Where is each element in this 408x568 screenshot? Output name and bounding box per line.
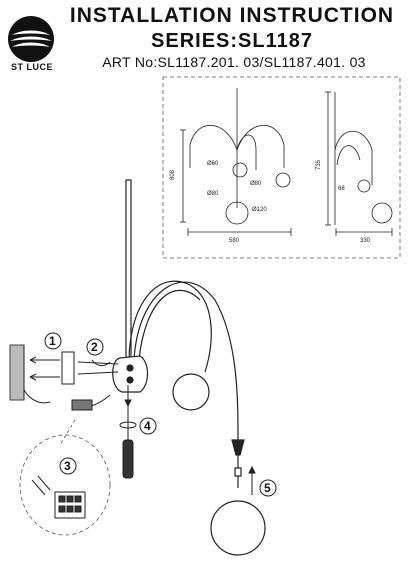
dim-depth-side: 330	[360, 238, 371, 244]
arrow-down-icon	[124, 385, 132, 408]
dim-width-front: 580	[229, 238, 240, 244]
dim-globe-large: Ø120	[252, 207, 267, 213]
screwdriver-icon	[119, 398, 137, 479]
dim-globe-small-2: Ø80	[250, 181, 262, 187]
brand-name: ST LUCE	[10, 62, 53, 72]
step-1-label: 1	[49, 334, 56, 348]
lamp-illustration	[112, 179, 266, 556]
front-view	[180, 88, 292, 236]
dim-offset-side: 68	[338, 186, 345, 192]
dim-height-side: 735	[316, 159, 322, 170]
brand-logo-icon	[8, 16, 54, 62]
dim-globe-small-3: Ø80	[207, 191, 219, 197]
step-4-marker: 4	[139, 417, 157, 435]
step-4-label: 4	[144, 419, 151, 433]
side-view	[325, 91, 393, 236]
step-1-marker: 1	[44, 332, 62, 350]
step-3-label: 3	[64, 459, 71, 473]
article-number: ART No:SL1187.201. 03/SL1187.401. 03	[102, 54, 366, 70]
dim-height-front: 808	[170, 169, 176, 180]
terminal-block-icon	[31, 475, 86, 519]
step-5-label: 5	[264, 481, 271, 495]
detail-circle	[19, 434, 111, 536]
dimension-panel	[162, 76, 401, 259]
document-title: INSTALLATION INSTRUCTION	[69, 4, 395, 27]
step-2-label: 2	[91, 340, 98, 354]
step-5-marker: 5	[259, 479, 277, 497]
step-2-marker: 2	[86, 338, 111, 367]
step-3-marker: 3	[59, 457, 77, 475]
series-label: SERIES:SL1187	[151, 30, 313, 52]
dim-globe-small: Ø60	[207, 161, 219, 167]
wall-mount	[9, 344, 119, 411]
arrow-up-icon	[248, 465, 256, 495]
